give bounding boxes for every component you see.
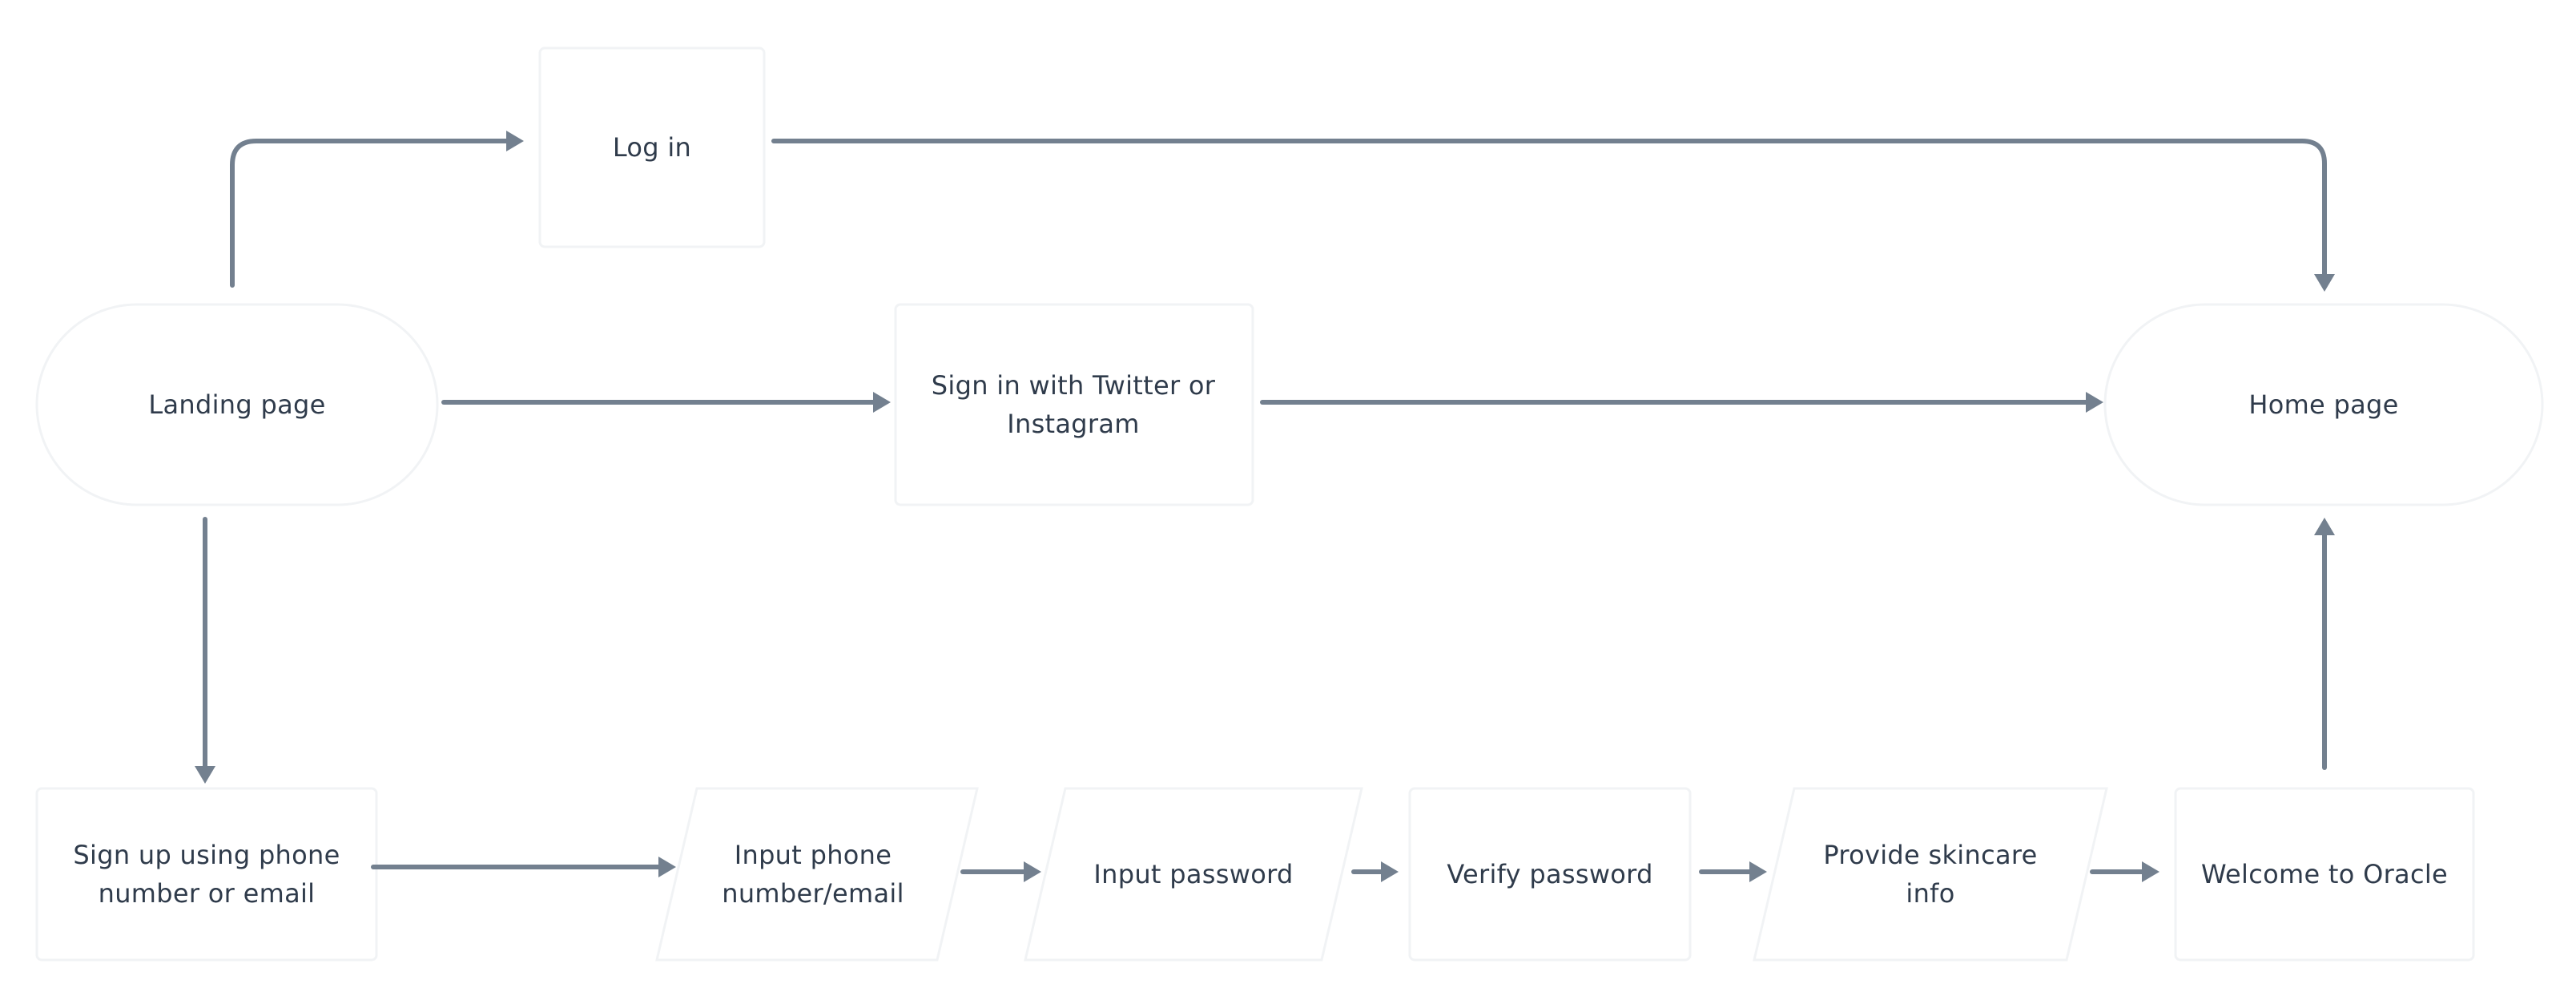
node-home-shape — [2103, 303, 2544, 506]
node-verify-password-shape — [1408, 787, 1692, 962]
node-login-shape — [538, 46, 766, 248]
node-landing-shape — [35, 303, 439, 506]
edge-password-to-verify-arrowhead — [1381, 861, 1399, 882]
node-skincare-label: Provide skincare info — [1823, 840, 2038, 909]
edge-input-contact-to-password-arrowhead — [1024, 861, 1041, 882]
edge-welcome-to-home-arrowhead — [2314, 518, 2335, 535]
node-landing-label: Landing page — [148, 389, 326, 420]
edge-skincare-to-welcome-arrowhead — [2142, 861, 2159, 882]
node-verify-password-label: Verify password — [1447, 859, 1653, 889]
node-login-label: Log in — [612, 132, 692, 163]
node-social-label: Sign in with Twitter or Instagram — [931, 370, 1216, 439]
node-welcome-shape — [2174, 787, 2475, 962]
node-input-password-shape — [1024, 787, 1363, 962]
edge-landing-to-social-arrowhead — [873, 392, 891, 413]
edge-verify-to-skincare-arrowhead — [1749, 861, 1767, 882]
node-welcome-label: Welcome to Oracle — [2200, 859, 2449, 889]
edge-login-to-home — [771, 139, 2327, 278]
edge-landing-to-login-arrowhead — [506, 131, 524, 151]
node-skincare-shape — [1753, 787, 2108, 962]
edge-landing-to-login — [230, 139, 512, 288]
node-social-shape — [894, 303, 1254, 506]
node-home-label: Home page — [2248, 389, 2399, 420]
node-signup-shape — [35, 787, 378, 962]
edge-login-to-home-arrowhead — [2314, 274, 2335, 292]
node-input-contact-shape — [655, 787, 979, 962]
edge-social-to-home-arrowhead — [2086, 392, 2103, 413]
edge-landing-to-signup-arrowhead — [195, 766, 215, 784]
node-signup-label: Sign up using phone number or email — [73, 840, 340, 909]
node-input-contact-label: Input phone number/email — [722, 840, 904, 909]
edge-signup-to-input-contact-arrowhead — [658, 857, 676, 877]
node-input-password-label: Input password — [1093, 859, 1294, 889]
